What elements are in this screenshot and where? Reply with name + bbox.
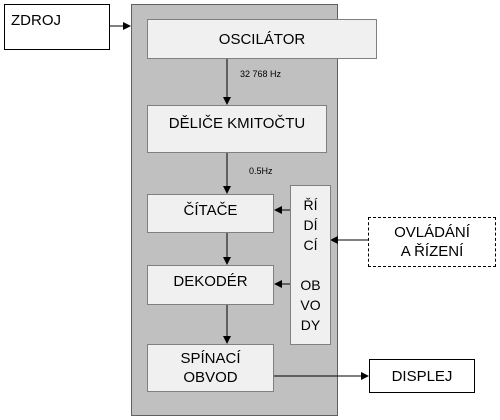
ridici-line-2: DÍ [303, 217, 318, 233]
block-dekoder: DEKODÉR [147, 265, 274, 305]
block-zdroj-label: ZDROJ [11, 12, 61, 29]
block-delice-label: DĚLIČE KMITOČTU [168, 115, 306, 132]
ridici-line-3: CÍ [303, 237, 318, 253]
block-spinaci-label-line1: SPÍNACÍ [180, 350, 241, 367]
frequency-label-osc: 32 768 Hz [240, 69, 282, 79]
frequency-label-div: 0.5Hz [249, 166, 273, 176]
block-citace: ČÍTAČE [147, 194, 274, 233]
block-delice-kmitoctu: DĚLIČE KMITOČTU [147, 105, 327, 153]
ridici-line-1: ŘÍ [303, 197, 318, 213]
block-spinaci-obvod: SPÍNACÍ OBVOD [147, 344, 274, 392]
block-oscilator: OSCILÁTOR [147, 19, 377, 59]
block-oscilator-label: OSCILÁTOR [218, 30, 306, 48]
ridici-line-6: VO [300, 297, 321, 313]
block-displej: DISPLEJ [369, 359, 475, 393]
block-spinaci-label-line2: OBVOD [183, 369, 238, 386]
block-ovladani-label-line2: A ŘÍZENÍ [400, 243, 464, 260]
block-ridici-obvody: ŘÍ DÍ CÍ OB VO DY [290, 185, 331, 345]
block-citace-label: ČÍTAČE [183, 202, 238, 219]
block-displej-label: DISPLEJ [391, 367, 453, 385]
block-dekoder-label: DEKODÉR [173, 273, 248, 290]
block-ovladani-label-line1: OVLÁDÁNÍ [394, 224, 470, 241]
block-ovladani-a-rizeni: OVLÁDÁNÍ A ŘÍZENÍ [368, 217, 496, 267]
ridici-line-7: DY [300, 317, 321, 333]
ridici-line-5: OB [300, 277, 321, 293]
block-zdroj: ZDROJ [4, 4, 110, 50]
